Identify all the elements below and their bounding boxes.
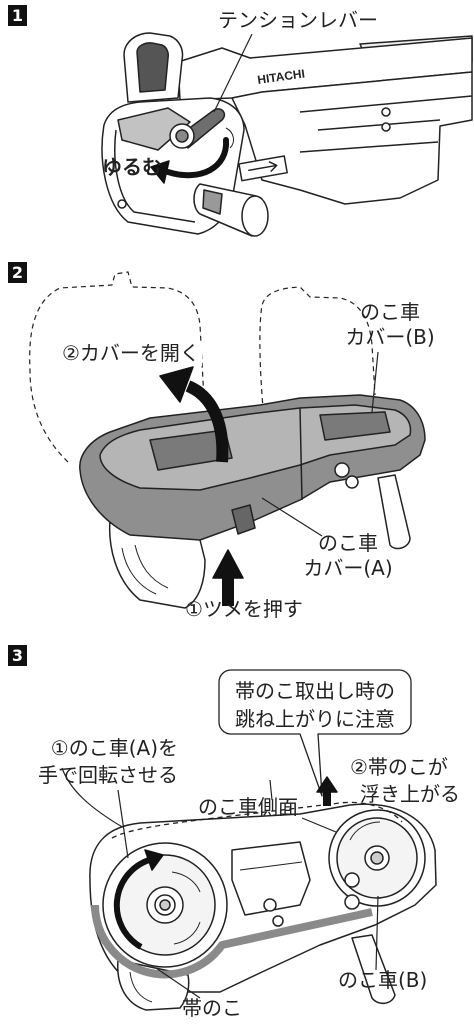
open-cover-arrowhead-icon — [159, 366, 194, 403]
step3-illustration — [61, 669, 437, 1011]
top-handle-grip — [136, 42, 169, 93]
cover-b-leader — [371, 351, 379, 413]
wheel-b-decal-arrow-icon — [349, 821, 381, 841]
arm-edge-line — [299, 95, 473, 113]
rotation-mark-icon — [225, 127, 234, 149]
open-cover-arrow-icon — [185, 380, 229, 463]
direction-decal-icon — [238, 155, 288, 182]
blade-lifts-label-line-2: 浮き上がる — [360, 782, 460, 806]
loosen-arrow-icon — [165, 137, 230, 179]
latch-claw — [231, 504, 256, 535]
motor-housing — [108, 519, 206, 609]
saw-arm-lower — [231, 71, 473, 205]
blade-leader — [155, 967, 201, 999]
housing-screw — [117, 199, 127, 209]
step-2-marker: 2 — [8, 262, 27, 283]
loosen-label: ゆるむ — [102, 155, 162, 179]
guide-rod — [317, 119, 441, 131]
caution-callout-line: 跳ね上がりに注意 — [235, 707, 395, 731]
wheel-a-decal-arrow-icon — [171, 871, 201, 893]
blade-guide-line — [239, 861, 303, 871]
rear-handle — [377, 474, 411, 550]
guide-roller — [334, 462, 350, 478]
step-3-marker: 3 — [8, 645, 27, 666]
caution-callout-box — [218, 669, 412, 797]
wheel-cover-a-label-line: カバー(A) — [303, 556, 393, 580]
guide-roller — [344, 894, 360, 910]
motor-housing-rib — [129, 971, 153, 1003]
push-arrow-shaft-icon — [222, 574, 234, 606]
wheel-housing-rim — [114, 129, 196, 223]
cover-ridge — [149, 429, 233, 471]
guide-roller — [345, 475, 359, 489]
wheel-a-decal-arrow-icon — [173, 921, 201, 945]
arm-screw — [381, 122, 391, 132]
cover-ridge — [319, 411, 391, 441]
blade-lifts-label-line-1: ②帯のこが — [350, 755, 448, 779]
machine-edge-partial — [269, 779, 273, 801]
motor-housing-rib — [121, 547, 157, 595]
push-latch-label: ①ツメを押す — [185, 597, 303, 621]
open-cover-label: ②カバーを開く — [60, 341, 202, 366]
rotate-wheel-arrowhead-icon — [144, 849, 164, 871]
blade-lift-arrowhead-icon — [316, 776, 338, 793]
wheel-cover-b-label-line: カバー(B) — [345, 325, 435, 349]
lifted-blade-dashed-line — [111, 801, 403, 839]
tension-lever-leader — [213, 33, 253, 113]
tension-lever-label: テンションレバー — [218, 8, 378, 32]
arm-screw — [381, 107, 391, 117]
band-saw-blade — [91, 904, 373, 979]
motor-housing-rib — [134, 544, 169, 589]
wheel-b-label: のこ車(B) — [338, 968, 428, 992]
blade-label: 帯のこ — [182, 996, 242, 1020]
machine-outline-partial — [61, 767, 125, 829]
wheel-cover-a-label-line: のこ車 — [318, 531, 378, 555]
open-cover-b-outline — [259, 286, 376, 431]
cover-a-b-seam — [299, 407, 303, 501]
wheel-side-leader — [301, 817, 337, 833]
push-arrowhead-icon — [212, 549, 244, 579]
front-grip-neck — [202, 189, 223, 215]
open-cover-a-outline — [29, 271, 205, 463]
caution-callout-text: 帯のこ取出し時の 跳ね上がりに注意 — [219, 677, 411, 733]
loosen-arrowhead-icon — [150, 160, 170, 184]
wheel-cover-b-label: のこ車 カバー(B) — [335, 300, 445, 350]
blade-lift-arrow-shaft-icon — [323, 790, 331, 806]
cover-a-leader — [261, 497, 323, 537]
guide-roller — [272, 915, 284, 927]
caution-callout-line: 帯のこ取出し時の — [235, 679, 395, 703]
rotate-wheel-a-label: ①のこ車(A)を 手で回転させる — [8, 735, 178, 789]
blade-guide-block — [231, 841, 311, 916]
guide-rod-lower — [299, 141, 439, 153]
wheel-cover-b-label-line: のこ車 — [360, 300, 420, 324]
rotate-wheel-a-label-line: ①のこ車(A)を — [50, 736, 178, 760]
rear-handle — [351, 934, 396, 1004]
guide-roller — [263, 898, 277, 912]
wheel-b-axle — [370, 851, 384, 865]
brand-lettering: HITACHI — [256, 66, 305, 87]
step1-illustration: HITACHI — [101, 32, 473, 237]
wheel-side-label: のこ車側面 — [198, 795, 298, 819]
rotate-wheel-arrow-icon — [113, 857, 151, 950]
step2-illustration — [29, 271, 426, 609]
wheel-cover-a-label: のこ車 カバー(A) — [296, 531, 400, 581]
guide-roller — [344, 872, 360, 888]
rotate-label-leader — [117, 789, 129, 859]
tension-knob-center — [175, 129, 189, 143]
wheel-b-leader — [375, 895, 379, 971]
rotate-wheel-a-label-line: 手で回転させる — [38, 763, 178, 787]
front-grip-end — [241, 195, 269, 237]
wheel-a-axle — [159, 899, 171, 911]
step-1-marker: 1 — [8, 5, 27, 26]
